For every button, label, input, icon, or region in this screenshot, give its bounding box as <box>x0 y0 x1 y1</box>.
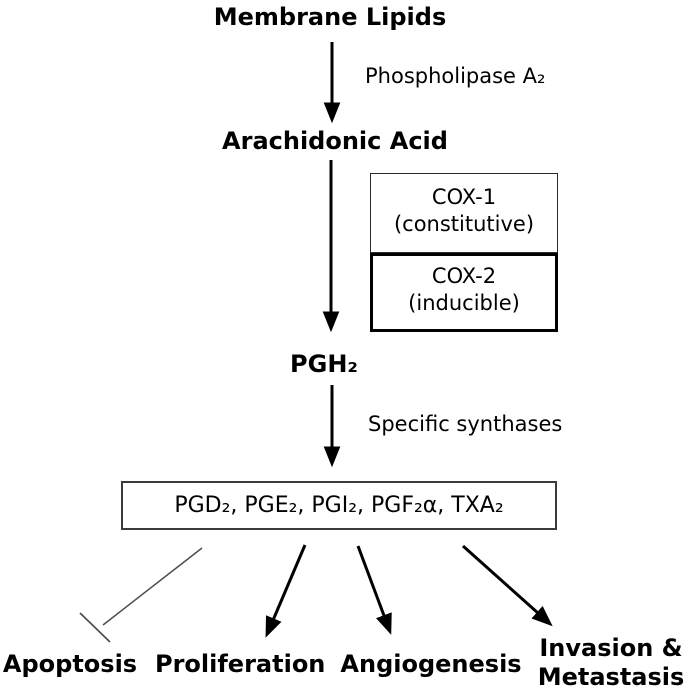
cox2-type: (inducible) <box>408 291 520 315</box>
prostanoids-box: PGD₂, PGE₂, PGI₂, PGF₂α, TXA₂ <box>121 481 557 530</box>
arrow-to-invasion <box>462 544 553 627</box>
arrow-to-proliferation <box>265 544 307 638</box>
cox1-box: COX-1 (constitutive) <box>370 173 558 253</box>
node-membrane-lipids: Membrane Lipids <box>213 3 447 31</box>
node-invasion-metastasis: Invasion & Metastasis <box>537 634 685 691</box>
inhibition-line <box>102 547 203 626</box>
node-angiogenesis: Angiogenesis <box>340 650 522 678</box>
node-arachidonic-acid: Arachidonic Acid <box>222 127 448 155</box>
prostanoids-text: PGD₂, PGE₂, PGI₂, PGF₂α, TXA₂ <box>174 493 504 518</box>
cox2-box: COX-2 (inducible) <box>370 253 558 332</box>
node-proliferation: Proliferation <box>155 650 326 678</box>
cox1-type: (constitutive) <box>393 212 535 236</box>
cox1-name: COX-1 <box>431 185 497 209</box>
enzyme-label-specific-synthases: Specific synthases <box>368 412 563 436</box>
enzyme-label-phospholipase-a2: Phospholipase A₂ <box>365 64 546 88</box>
node-apoptosis: Apoptosis <box>2 650 138 678</box>
inhibition-tbar <box>79 612 111 643</box>
cox2-name: COX-2 <box>431 264 497 288</box>
node-pgh2: PGH₂ <box>290 350 358 378</box>
arrow-to-angiogenesis <box>356 545 392 635</box>
inhibition-connector-apoptosis <box>79 547 203 643</box>
